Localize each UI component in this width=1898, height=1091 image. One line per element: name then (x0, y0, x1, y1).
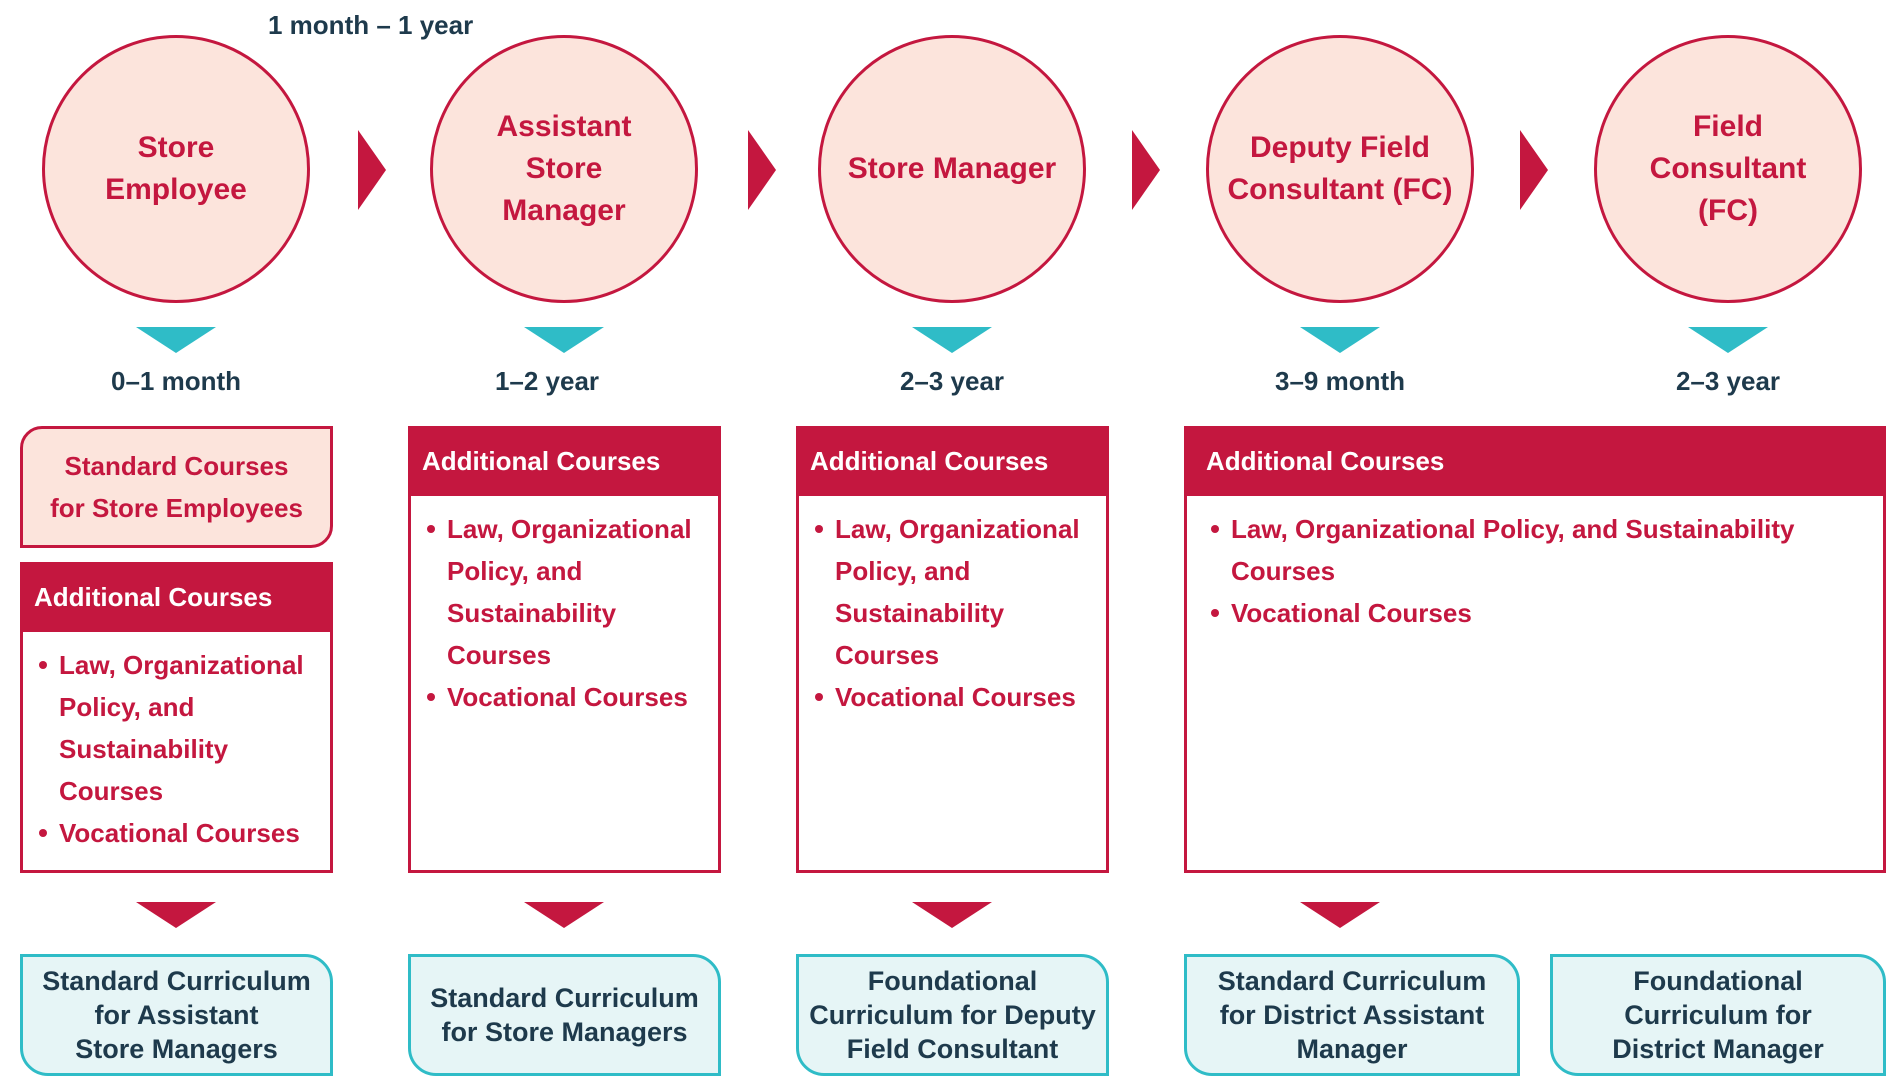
duration-label: 0–1 month (110, 366, 242, 396)
course-list: Law, Organizational Policy, and Sustaina… (411, 508, 718, 718)
right-arrow-icon (358, 130, 386, 210)
list-item: Law, Organizational Policy, and Sustaina… (813, 508, 1096, 676)
duration-label: 2–3 year (899, 366, 1005, 396)
teal-down-triangle-icon (1300, 327, 1380, 353)
teal-down-triangle-icon (912, 327, 992, 353)
additional-courses-box: Additional Courses Law, Organizational P… (796, 426, 1109, 873)
curriculum-box: Standard Curriculum for Assistant Store … (20, 954, 333, 1076)
additional-courses-header: Additional Courses (1184, 426, 1886, 496)
additional-courses-header: Additional Courses (796, 426, 1109, 496)
curriculum-box: Standard Curriculum for District Assista… (1184, 954, 1520, 1076)
list-item: Vocational Courses (425, 676, 708, 718)
duration-label: 2–3 year (1675, 366, 1781, 396)
right-arrow-icon (1132, 130, 1160, 210)
curriculum-box: Standard Curriculum for Store Managers (408, 954, 721, 1076)
list-item: Vocational Courses (813, 676, 1096, 718)
course-list: Law, Organizational Policy, and Sustaina… (799, 508, 1106, 718)
list-item: Law, Organizational Policy, and Sustaina… (1209, 508, 1873, 592)
stage-circle-store-manager: Store Manager (818, 35, 1086, 303)
teal-down-triangle-icon (1688, 327, 1768, 353)
curriculum-box: Foundational Curriculum for District Man… (1550, 954, 1886, 1076)
curriculum-box: Foundational Curriculum for Deputy Field… (796, 954, 1109, 1076)
teal-down-triangle-icon (524, 327, 604, 353)
stage-circle-assistant-store-manager: Assistant Store Manager (430, 35, 698, 303)
additional-courses-box: Additional Courses Law, Organizational P… (20, 562, 333, 873)
red-down-triangle-icon (1300, 902, 1380, 928)
list-item: Vocational Courses (1209, 592, 1873, 634)
duration-label: 3–9 month (1274, 366, 1406, 396)
course-list: Law, Organizational Policy, and Sustaina… (23, 644, 330, 854)
additional-courses-header: Additional Courses (408, 426, 721, 496)
stage-circle-deputy-field-consultant: Deputy Field Consultant (FC) (1206, 35, 1474, 303)
stage-circle-store-employee: Store Employee (42, 35, 310, 303)
list-item: Law, Organizational Policy, and Sustaina… (37, 644, 320, 812)
right-arrow-icon (748, 130, 776, 210)
right-arrow-icon (1520, 130, 1548, 210)
additional-courses-box-wide: Additional Courses Law, Organizational P… (1184, 426, 1886, 873)
additional-courses-header: Additional Courses (20, 562, 333, 632)
top-duration-label: 1 month – 1 year (268, 10, 474, 40)
stage-circle-field-consultant: Field Consultant (FC) (1594, 35, 1862, 303)
standard-courses-box: Standard Courses for Store Employees (20, 426, 333, 548)
additional-courses-box: Additional Courses Law, Organizational P… (408, 426, 721, 873)
duration-label: 1–2 year (494, 366, 600, 396)
course-list: Law, Organizational Policy, and Sustaina… (1187, 508, 1883, 634)
list-item: Law, Organizational Policy, and Sustaina… (425, 508, 708, 676)
list-item: Vocational Courses (37, 812, 320, 854)
red-down-triangle-icon (524, 902, 604, 928)
red-down-triangle-icon (912, 902, 992, 928)
red-down-triangle-icon (136, 902, 216, 928)
teal-down-triangle-icon (136, 327, 216, 353)
